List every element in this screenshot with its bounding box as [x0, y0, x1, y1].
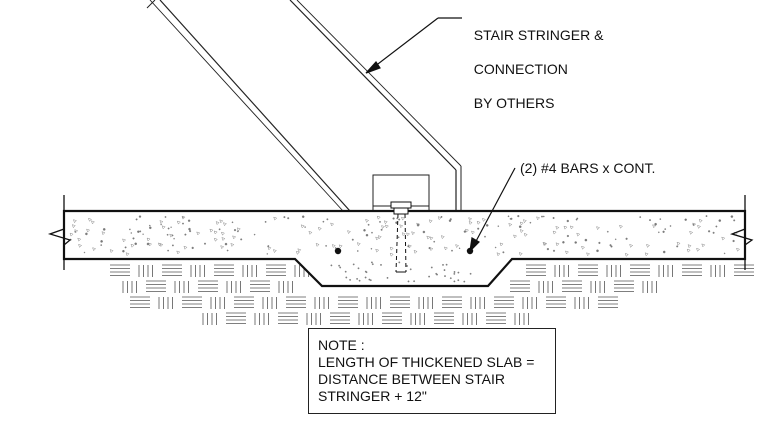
- stringer-callout: STAIR STRINGER & CONNECTION BY OTHERS: [466, 10, 604, 112]
- slab-body: [62, 209, 747, 288]
- stringer-callout-line-3: BY OTHERS: [473, 95, 555, 111]
- rebar-callout: (2) #4 BARS x CONT.: [520, 160, 656, 176]
- stringer-leader: [365, 17, 462, 74]
- note-box: NOTE : LENGTH OF THICKENED SLAB = DISTAN…: [308, 328, 556, 414]
- note-line-2: DISTANCE BETWEEN STAIR: [318, 371, 505, 387]
- concrete-slab: [62, 209, 747, 288]
- stringer-callout-line-2: CONNECTION: [473, 61, 568, 77]
- soil-hatch: [110, 264, 754, 325]
- stringer-callout-line-1: STAIR STRINGER &: [473, 27, 604, 43]
- bars-leader: [469, 167, 516, 253]
- break-lines: [47, 195, 754, 270]
- note-line-3: STRINGER + 12": [318, 388, 427, 404]
- concrete-stipple: [69, 214, 740, 283]
- note-line-1: LENGTH OF THICKENED SLAB =: [318, 354, 535, 370]
- anchor-bolt: [390, 201, 412, 273]
- rebar-left: [334, 247, 342, 255]
- note-heading: NOTE :: [318, 337, 365, 353]
- stair-stringer: [146, 0, 462, 212]
